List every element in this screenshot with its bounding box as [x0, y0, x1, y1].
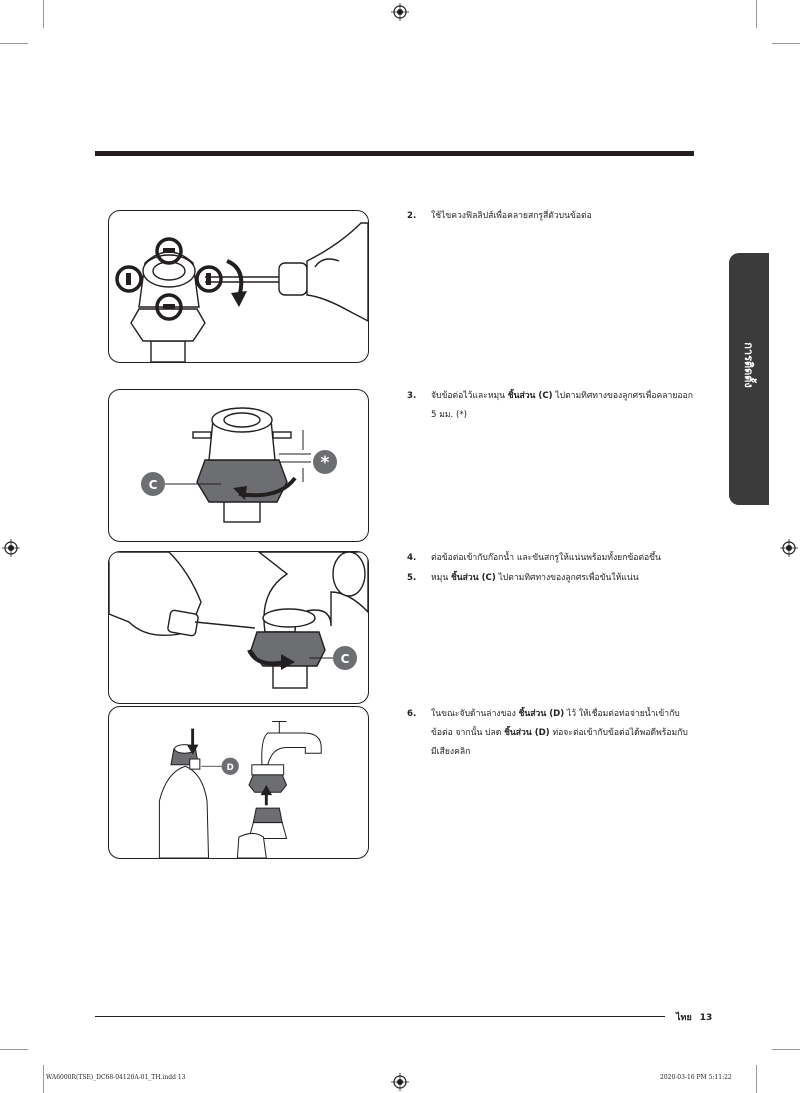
- print-footer-right: 2020-03-16 PM 5:11:22: [660, 1074, 732, 1081]
- step-4: 4. ต่อข้อต่อเข้ากับก๊อกน้ำ และขันสกรูให้…: [407, 549, 697, 568]
- crop-mark: [756, 1065, 757, 1093]
- language-label: ไทย: [676, 1013, 692, 1023]
- step-3: 3. จับข้อต่อไว้และหมุน ชิ้นส่วน (C) ไปตา…: [407, 387, 697, 425]
- step-5: 5. หมุน ชิ้นส่วน (C) ไปตามทิศทางของลูกศร…: [407, 569, 697, 588]
- registration-mark-icon: [780, 539, 798, 557]
- label-d: D: [227, 763, 234, 773]
- section-tab[interactable]: การติดตั้ง: [729, 253, 769, 505]
- crop-mark: [772, 43, 800, 44]
- step-number: 5.: [407, 573, 417, 583]
- crop-mark: [43, 0, 44, 28]
- screwdriver-loosen-screws-illustration: [115, 222, 368, 362]
- figure-step-6: D: [108, 706, 369, 859]
- rotate-part-c-illustration: * C: [141, 407, 337, 523]
- crop-mark: [43, 1065, 44, 1093]
- header-rule: [95, 151, 694, 156]
- crop-mark: [0, 43, 28, 44]
- attach-to-tap-illustration: C: [109, 552, 368, 689]
- figure-step-3: * C: [108, 389, 369, 542]
- footer-rule: [95, 1016, 665, 1017]
- label-star: *: [321, 453, 330, 473]
- part-c-ref: ชิ้นส่วน (C): [507, 391, 553, 401]
- registration-mark-icon: [391, 1073, 409, 1091]
- step-number: 2.: [407, 211, 417, 221]
- step-number: 4.: [407, 553, 417, 563]
- step-number: 3.: [407, 391, 417, 401]
- part-c-ref: ชิ้นส่วน (C): [450, 573, 496, 583]
- crop-mark: [756, 0, 757, 28]
- step-text: ต่อข้อต่อเข้ากับก๊อกน้ำ และขันสกรูให้แน่…: [431, 553, 661, 563]
- step-6: 6. ในขณะจับด้านล่างของ ชิ้นส่วน (D) ไว้ …: [407, 705, 697, 762]
- step-text: จับข้อต่อไว้และหมุน ชิ้นส่วน (C) ไปตามทิ…: [431, 391, 693, 420]
- page-number-value: 13: [699, 1013, 713, 1023]
- step-2: 2. ใช้ไขควงฟิลลิปส์เพื่อคลายสกรูสี่ตัวบน…: [407, 207, 697, 226]
- crop-mark: [772, 1049, 800, 1050]
- figure-step-2: [108, 210, 369, 363]
- registration-mark-icon: [391, 3, 409, 21]
- print-footer-left: WA6000R(TSE)_DC68-04120A-01_TH.indd 13: [46, 1074, 186, 1081]
- step-text: ใช้ไขควงฟิลลิปส์เพื่อคลายสกรูสี่ตัวบนข้อ…: [431, 211, 592, 221]
- page-number: ไทย 13: [676, 1010, 712, 1024]
- label-c: C: [149, 478, 158, 492]
- step-text: ในขณะจับด้านล่างของ ชิ้นส่วน (D) ไว้ ให้…: [431, 709, 688, 757]
- label-c: C: [341, 652, 350, 666]
- section-tab-label: การติดตั้ง: [742, 342, 755, 388]
- connect-water-hose-illustration: D: [158, 720, 322, 858]
- figure-step-4-5: C: [108, 551, 369, 704]
- part-d-ref: ชิ้นส่วน (D): [504, 728, 550, 738]
- registration-mark-icon: [2, 539, 20, 557]
- step-text: หมุน ชิ้นส่วน (C) ไปตามทิศทางของลูกศรเพื…: [431, 573, 639, 583]
- part-d-ref: ชิ้นส่วน (D): [518, 709, 565, 719]
- crop-mark: [0, 1049, 28, 1050]
- step-number: 6.: [407, 709, 417, 719]
